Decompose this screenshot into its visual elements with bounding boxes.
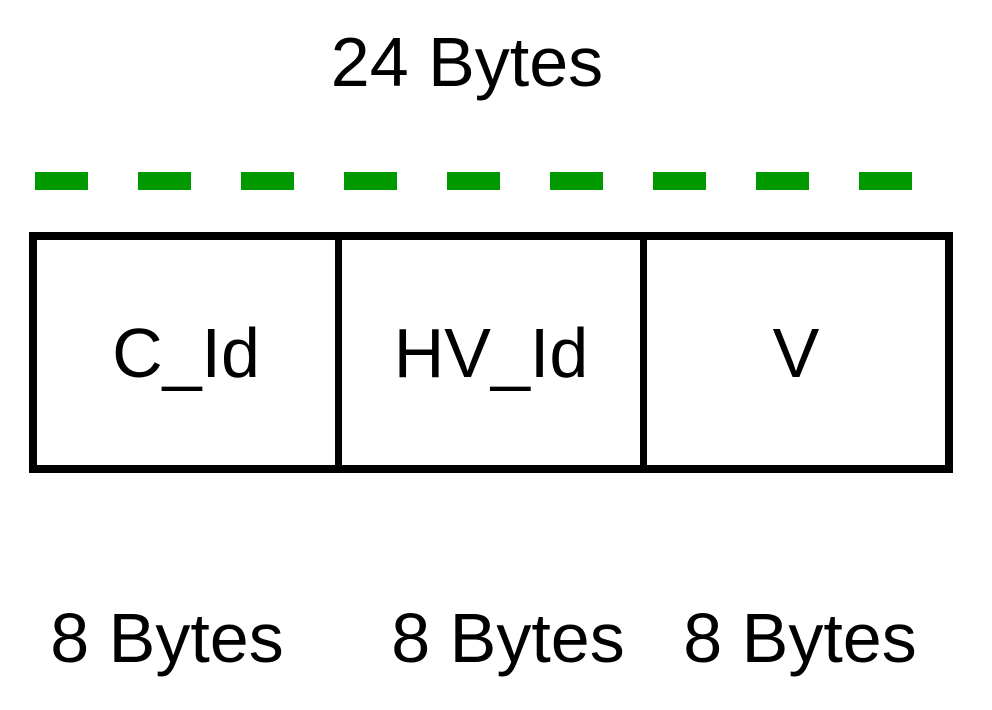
field-size-label: 8 Bytes (391, 599, 625, 677)
total-size-label: 24 Bytes (330, 23, 604, 101)
field-label: V (772, 313, 820, 392)
span-dashed-line (35, 172, 912, 190)
record-box: C_Id HV_Id V (29, 232, 953, 473)
field-cell-v: V (640, 240, 945, 465)
field-size-label: 8 Bytes (50, 599, 284, 677)
field-cell-c-id: C_Id (37, 240, 335, 465)
field-cell-hv-id: HV_Id (335, 240, 640, 465)
field-label: HV_Id (393, 313, 589, 392)
field-label: C_Id (112, 313, 260, 392)
field-size-label: 8 Bytes (683, 599, 917, 677)
